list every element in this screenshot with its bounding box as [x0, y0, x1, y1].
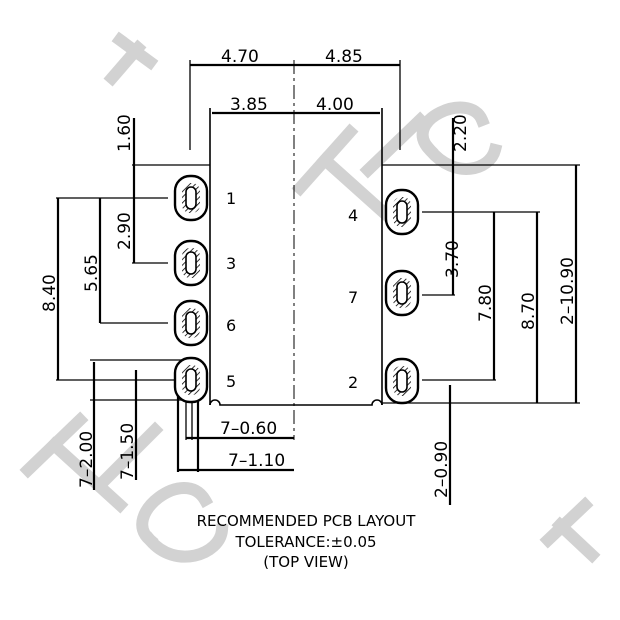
dim-slot-length: 7–2.00 [77, 431, 97, 488]
slot-pin-4 [384, 188, 420, 236]
dim-right-slot-width: 2–0.90 [432, 441, 452, 498]
pin-labels: 1 3 6 5 4 7 2 [226, 189, 358, 392]
dim-left-top-offset: 1.60 [115, 114, 135, 152]
dim-right-span-mid: 7.80 [476, 284, 496, 322]
caption-view: (TOP VIEW) [263, 553, 348, 571]
pin-label-right-7: 7 [348, 288, 358, 307]
pin-label-right-4: 4 [348, 206, 358, 225]
component-outline [209, 60, 383, 440]
caption-title: RECOMMENDED PCB LAYOUT [197, 512, 417, 530]
caption-tolerance: TOLERANCE:±0.05 [234, 533, 376, 551]
slot-pin-6 [173, 299, 209, 347]
slot-pin-7 [384, 269, 420, 317]
dim-slot-width-inner: 7–0.60 [220, 419, 277, 439]
right-dimensions: 2.20 3.70 7.80 8.70 2–10.90 [382, 114, 580, 404]
slot-pin-1 [173, 174, 209, 222]
slot-pads [173, 174, 420, 405]
left-dimensions: 1.60 2.90 5.65 8.40 [40, 114, 210, 381]
dim-slot-length-inner: 7–1.50 [118, 423, 138, 480]
dim-top-right-outer: 4.85 [325, 47, 363, 67]
pin-label-right-2: 2 [348, 373, 358, 392]
dim-slot-width: 7–1.10 [228, 451, 285, 471]
pin-label-left-1: 1 [226, 189, 236, 208]
dim-left-span-full: 8.40 [40, 274, 60, 312]
slot-pin-5 [173, 356, 209, 404]
top-dimensions: 4.70 4.85 3.85 4.00 [189, 47, 401, 150]
dim-top-right-inner: 4.00 [316, 95, 354, 115]
pin-label-left-6: 6 [226, 316, 236, 335]
dim-top-left-outer: 4.70 [221, 47, 259, 67]
dim-left-pitch: 2.90 [115, 212, 135, 250]
slot-pin-2 [384, 357, 420, 405]
watermark-logo [19, 31, 601, 564]
drawing-caption: RECOMMENDED PCB LAYOUT TOLERANCE:±0.05 (… [197, 512, 417, 571]
dim-left-span-mid: 5.65 [82, 254, 102, 292]
pin-label-left-5: 5 [226, 372, 236, 391]
dim-right-span-full: 8.70 [519, 292, 539, 330]
dim-overall-height: 2–10.90 [558, 257, 578, 325]
dim-right-pitch: 3.70 [443, 240, 463, 278]
bottom-dimensions: 7–2.00 7–1.50 7–0.60 7–1.10 2–0.90 [77, 359, 452, 505]
dim-top-left-inner: 3.85 [230, 95, 268, 115]
pin-label-left-3: 3 [226, 254, 236, 273]
dim-right-top-offset: 2.20 [451, 114, 471, 152]
slot-pin-3 [173, 239, 209, 287]
